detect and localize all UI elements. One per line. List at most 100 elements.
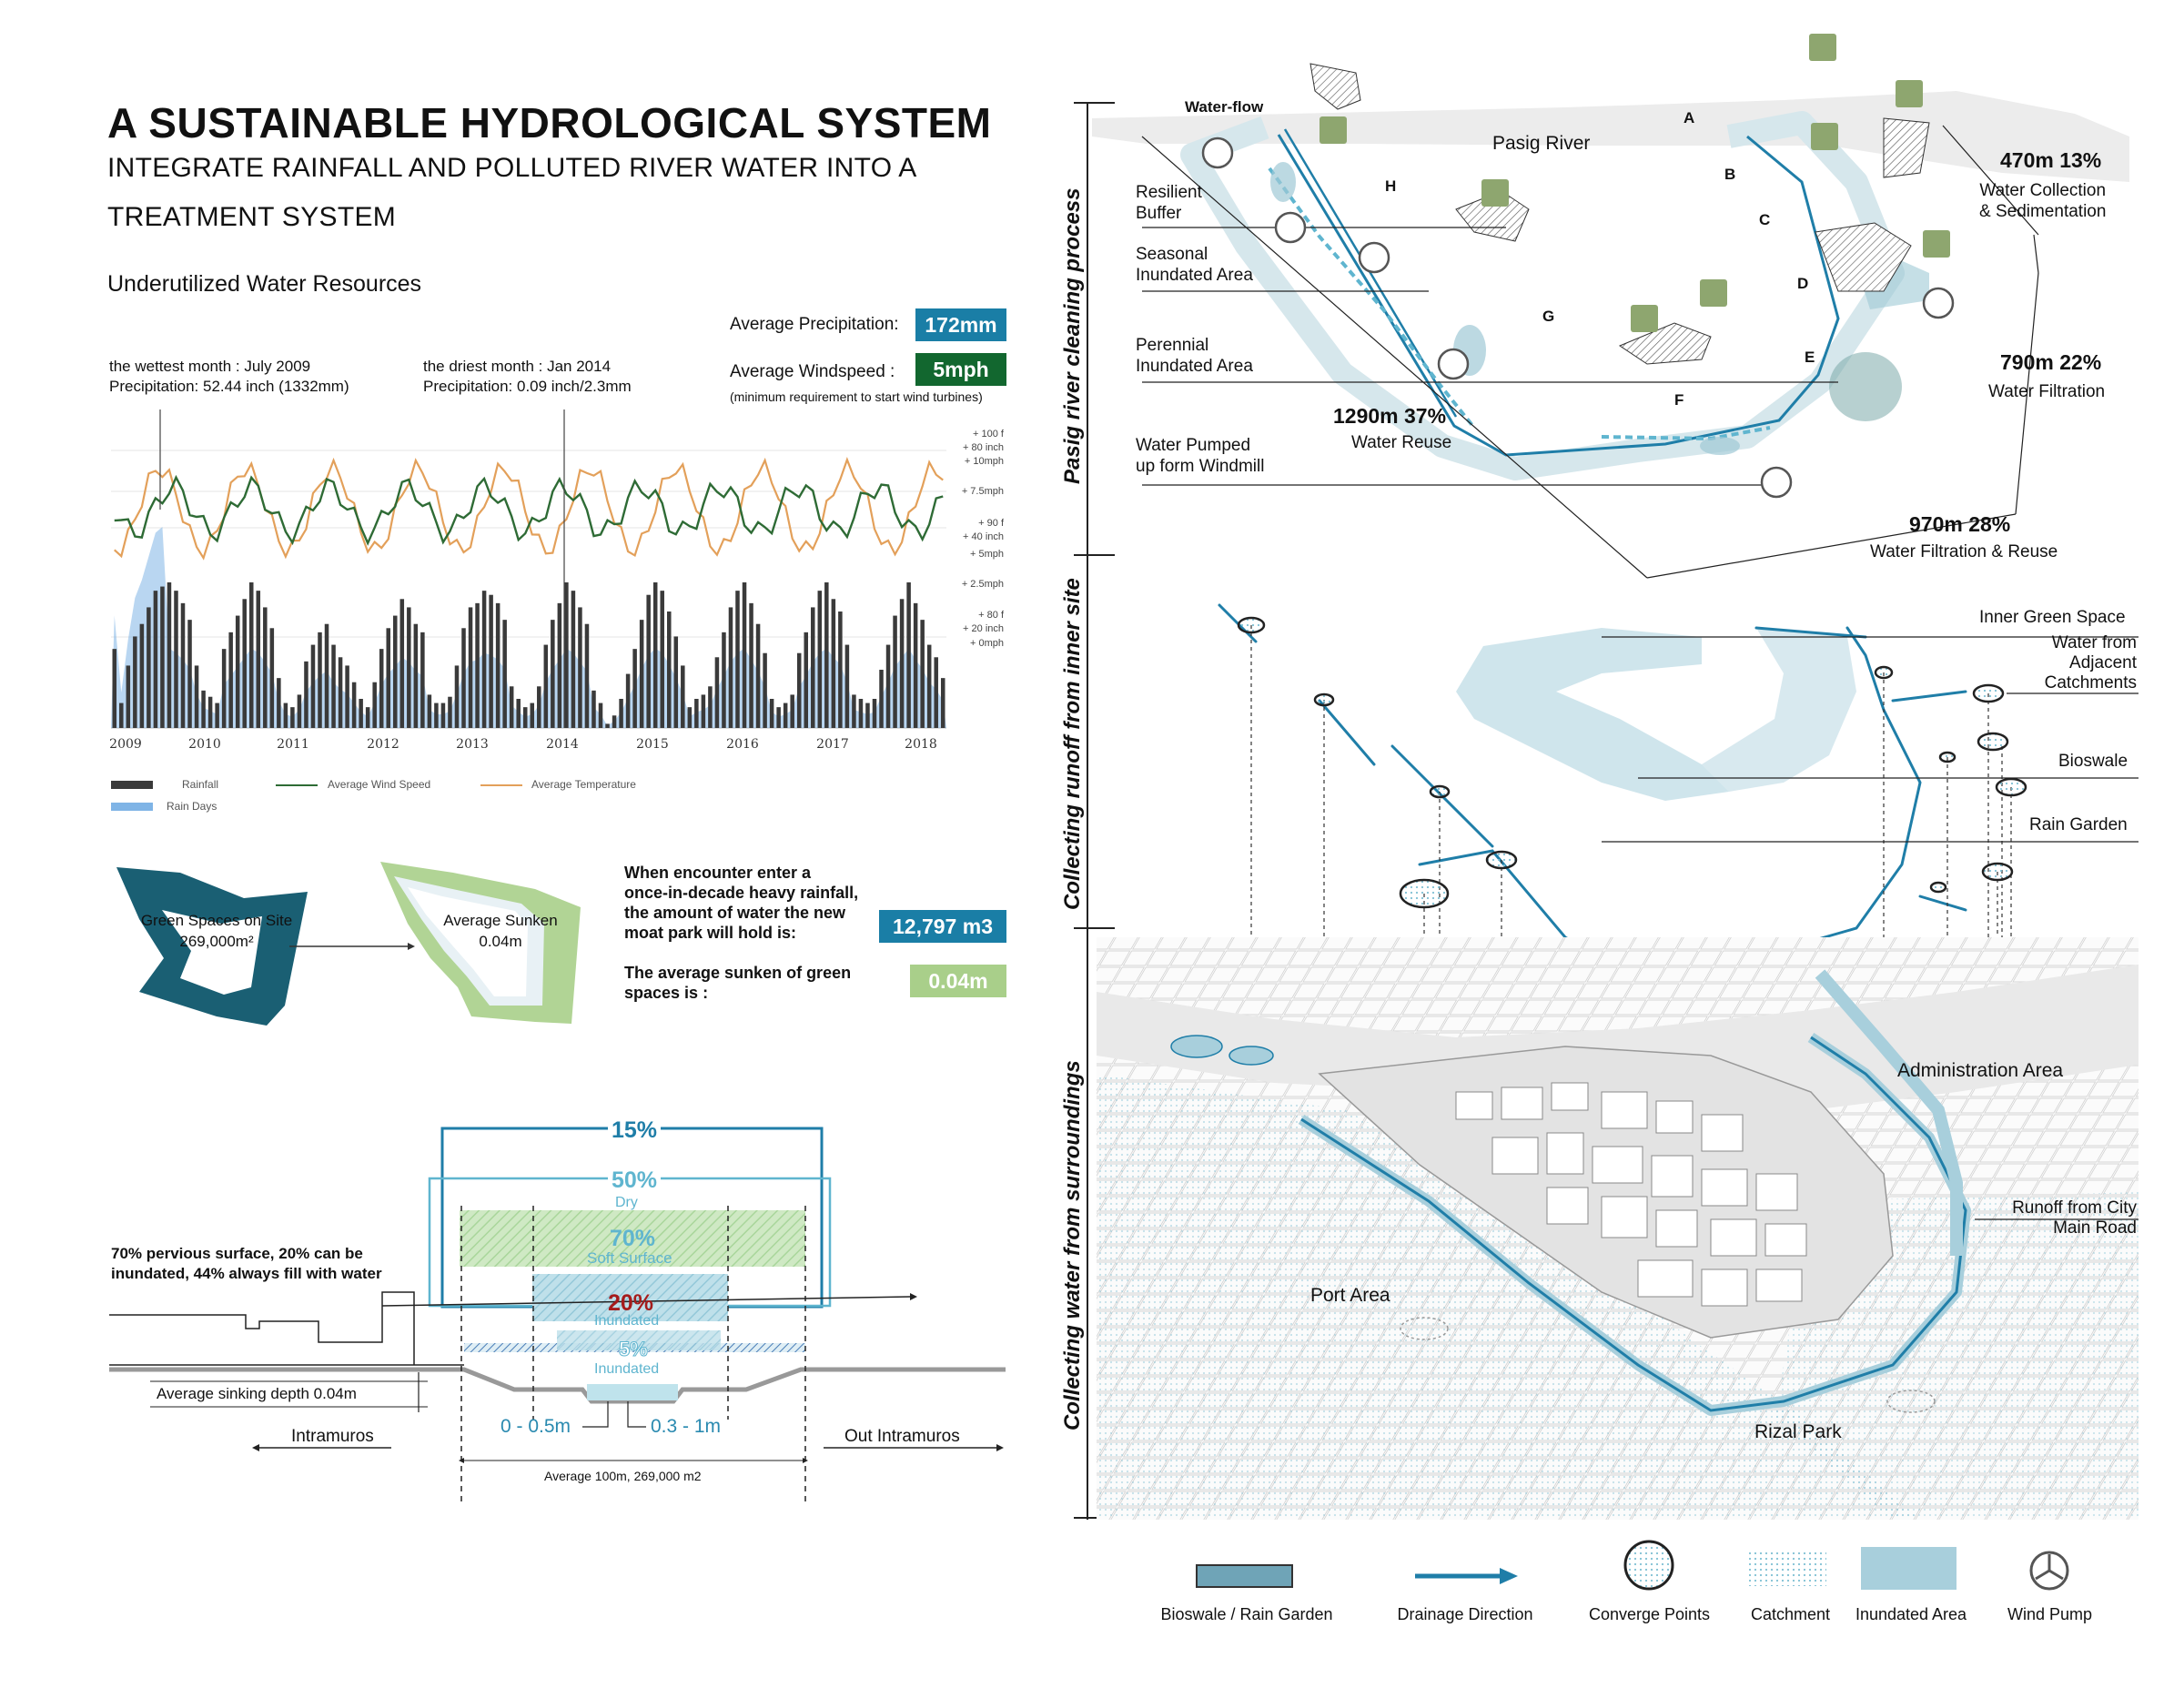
raindays-area [111,527,946,728]
site-shapes [116,862,581,1026]
letter-h: H [1385,177,1397,195]
stage-4-label: Water Filtration & Reuse [1870,542,2058,561]
rainfall-bar [365,707,370,728]
port-area-label: Port Area [1310,1285,1390,1306]
rainfall-bar [632,649,637,728]
year-tick: 2015 [636,737,669,752]
stage-4-value: 970m 28% [1909,512,2011,536]
stage-2-value: 790m 22% [2000,350,2102,374]
year-tick: 2014 [546,737,579,752]
rainfall-bar [804,632,809,728]
right-axis-tick: + 0mph [970,638,1004,649]
rainfall-bar [139,623,145,728]
letter-f: F [1674,391,1684,409]
rainfall-bar [372,682,377,728]
rainfall-bar [502,620,507,728]
rainfall-bar [263,607,268,728]
rainfall-bar [160,586,165,728]
legend-rainfall-label: Rainfall [182,778,219,791]
capacity-question: When encounter enter a once-in-decade he… [624,863,858,943]
rainfall-bar [489,594,493,728]
legend-inundated: Inundated Area [1855,1605,1967,1623]
rainfall-bar [297,694,302,728]
rainfall-bar [407,607,411,728]
sunken-title: Average Sunken [443,912,558,929]
bioswale-label: Bioswale [2058,752,2128,771]
legend-catchment: Catchment [1750,1605,1831,1623]
soft-surface-label: Soft Surface [587,1249,672,1267]
capacity-badge: 12,797 m3 [879,910,1006,943]
green-spaces-title: Green Spaces on Site [140,912,293,929]
legend-wind-swatch [276,784,318,786]
rainfall-bar [386,628,391,728]
rainfall-bar [592,690,596,728]
pumped-l1: Water Pumped [1136,436,1251,455]
legend-raindays-label: Rain Days [167,800,217,813]
letter-g: G [1542,308,1555,325]
rainfall-bar [448,696,452,728]
sunken-question-l2: spaces is : [624,984,709,1002]
year-tick: 2017 [816,737,849,752]
rainfall-bar [913,602,918,728]
rainfall-bar [769,699,774,728]
capacity-question-l3: the amount of water the new [624,904,846,922]
rainfall-bar [646,594,651,728]
pct-50: 50% [608,1167,662,1194]
rainfall-bar [811,607,815,728]
seasonal-l1: Seasonal [1136,245,1208,264]
rainfall-bar [461,628,466,728]
page-subtitle-line1: INTEGRATE RAINFALL AND POLLUTED RIVER WA… [107,153,917,183]
rizal-park-label: Rizal Park [1754,1421,1842,1442]
rainfall-bar [345,665,349,728]
page-subtitle-line2: TREATMENT SYSTEM [107,202,397,232]
rainfall-bar [796,652,802,728]
rainfall-bar [694,699,699,728]
rainfall-bar [522,707,528,728]
rainfall-bar [516,699,521,728]
right-axis-tick: + 10mph [965,456,1004,467]
rainfall-bar [283,702,288,728]
resilient-buffer-l1: Resilient [1136,183,1202,202]
rainfall-bar [256,591,261,728]
rainfall-bar [180,602,186,728]
rainfall-bar [838,612,843,728]
rainfall-bar [666,612,672,728]
year-tick: 2016 [726,737,759,752]
rainfall-bar [899,599,905,728]
legend-converge: Converge Points [1588,1605,1711,1623]
sunken-value: 0.04m [479,933,522,950]
rainfall-bar [133,636,137,728]
rainfall-bar [543,644,549,728]
legend-windpump: Wind Pump [2007,1605,2093,1623]
depth-a-label: 0 - 0.5m [500,1416,571,1437]
letter-b: B [1724,166,1736,183]
rainfall-bar [708,686,713,728]
rainfall-bar [399,599,405,728]
rainfall-bar [714,657,720,728]
rainfall-bar [119,702,124,728]
rainfall-bar [749,602,753,728]
wind-label: Average Windspeed : [730,362,895,381]
rainfall-bar [742,582,747,728]
pervious-note-l2: inundated, 44% always fill with water [111,1265,382,1282]
rainfall-bar [427,694,432,728]
rainfall-bar [551,620,555,728]
rainfall-bar [277,678,281,728]
right-axis-tick: + 7.5mph [962,486,1004,497]
rainfall-bar [940,678,945,728]
rainfall-bar [413,623,419,728]
dry-label: Dry [615,1195,638,1210]
adjacent-l2: Adjacent [2069,653,2137,672]
sunken-question-l1: The average sunken of green [624,964,852,982]
rainfall-bar [831,599,836,728]
rainfall-bar [776,707,781,728]
rainfall-bar [865,702,870,728]
perennial-l2: Inundated Area [1136,357,1253,376]
out-intramuros-label: Out Intramuros [844,1427,960,1446]
sunken-badge: 0.04m [910,965,1006,997]
rainfall-bar [194,665,199,728]
rainfall-bar [338,657,343,728]
rainfall-bar [872,699,877,728]
wettest-label: the wettest month : July 2009 [109,358,311,375]
